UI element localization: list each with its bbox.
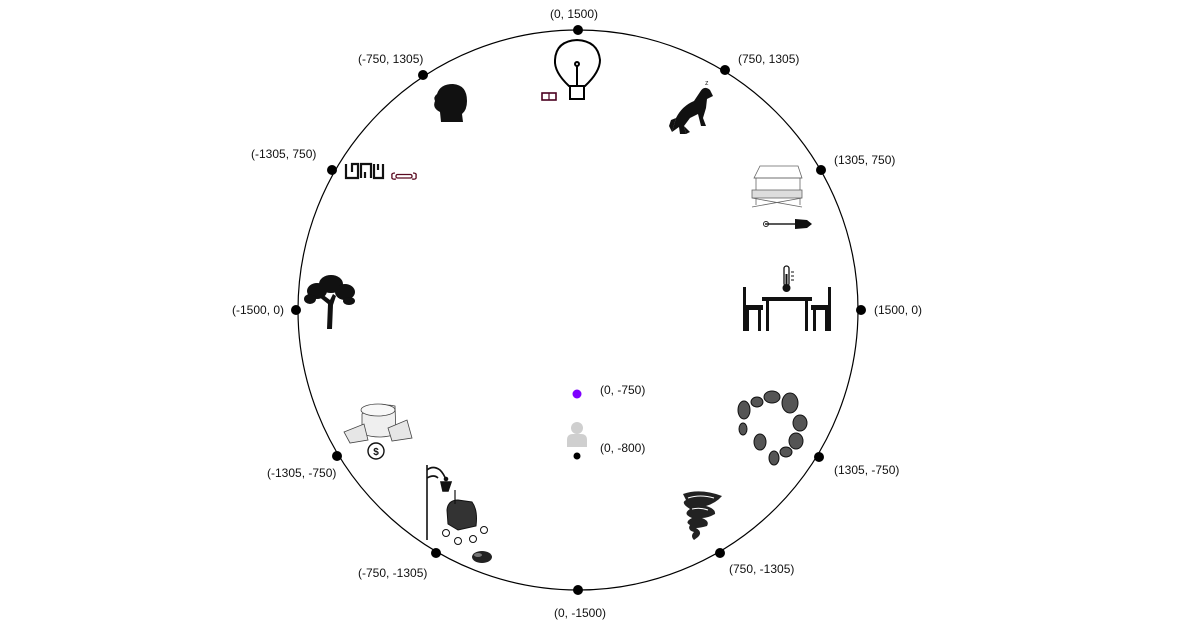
point-dot <box>573 585 583 595</box>
stone-ring-icon <box>737 390 808 466</box>
point-dot <box>715 548 725 558</box>
point-ese: (1305, -750) <box>814 452 899 477</box>
point-label: (0, -1500) <box>554 606 606 620</box>
point-dot <box>816 165 826 175</box>
point-dot <box>418 70 428 80</box>
point-dot <box>332 451 342 461</box>
point-label: (750, 1305) <box>738 52 799 66</box>
svg-text:z: z <box>705 80 709 87</box>
point-label: (1305, 750) <box>834 153 895 167</box>
thermometer-icon <box>782 265 794 292</box>
point-label: (1500, 0) <box>874 303 922 317</box>
greek-key-pattern-icon <box>344 162 385 180</box>
point-label: (750, -1305) <box>729 562 794 576</box>
person-placeholder-icon <box>567 422 587 447</box>
point-w: (-1500, 0) <box>232 303 301 317</box>
pebble-icon <box>472 551 492 563</box>
light-bulb-icon <box>553 38 602 100</box>
dining-table-icon <box>743 287 831 331</box>
point-label: (-1305, 750) <box>251 147 316 161</box>
market-stall-icon <box>751 165 803 208</box>
point-label: (0, -750) <box>600 383 645 397</box>
point-dot <box>573 452 581 460</box>
circle-outline <box>297 29 859 591</box>
inner-point-violet: (0, -750) <box>572 383 645 399</box>
point-dot <box>856 305 866 315</box>
dollar-coin-icon: $ <box>367 442 385 460</box>
tree-icon <box>304 275 355 329</box>
tornado-icon <box>683 491 722 540</box>
point-dot <box>573 25 583 35</box>
point-sse: (750, -1305) <box>715 548 794 576</box>
point-dot <box>327 165 337 175</box>
street-lamp-icon <box>426 465 453 540</box>
point-ssw: (-750, -1305) <box>358 548 441 580</box>
point-label: (-1305, -750) <box>267 466 336 480</box>
point-label: (-750, -1305) <box>358 566 427 580</box>
point-label: (0, 1500) <box>550 7 598 21</box>
point-nne: (750, 1305) <box>720 52 799 75</box>
stretching-dog-icon: z <box>669 80 713 134</box>
violet-dot <box>572 389 582 399</box>
baby-stroller-icon <box>442 490 488 545</box>
point-label: (-750, 1305) <box>358 52 423 66</box>
point-dot <box>431 548 441 558</box>
point-wnw: (-1305, 750) <box>251 147 337 175</box>
shovel-icon <box>763 219 812 229</box>
battery-icon <box>541 92 557 101</box>
point-wsw: (-1305, -750) <box>267 451 342 480</box>
point-n: (0, 1500) <box>550 7 598 35</box>
point-ene: (1305, 750) <box>816 153 895 175</box>
point-label: (1305, -750) <box>834 463 899 477</box>
dog-bone-icon <box>391 172 417 180</box>
point-dot <box>814 452 824 462</box>
point-label: (0, -800) <box>600 441 645 455</box>
head-silhouette-icon <box>434 84 467 122</box>
point-dot <box>291 305 301 315</box>
point-s: (0, -1500) <box>554 585 606 620</box>
inner-point-person: (0, -800) <box>567 422 645 460</box>
svg-text:$: $ <box>373 447 379 458</box>
point-nnw: (-750, 1305) <box>358 52 428 80</box>
point-e: (1500, 0) <box>856 303 922 317</box>
point-dot <box>720 65 730 75</box>
point-label: (-1500, 0) <box>232 303 284 317</box>
cheese-icon <box>343 403 413 444</box>
